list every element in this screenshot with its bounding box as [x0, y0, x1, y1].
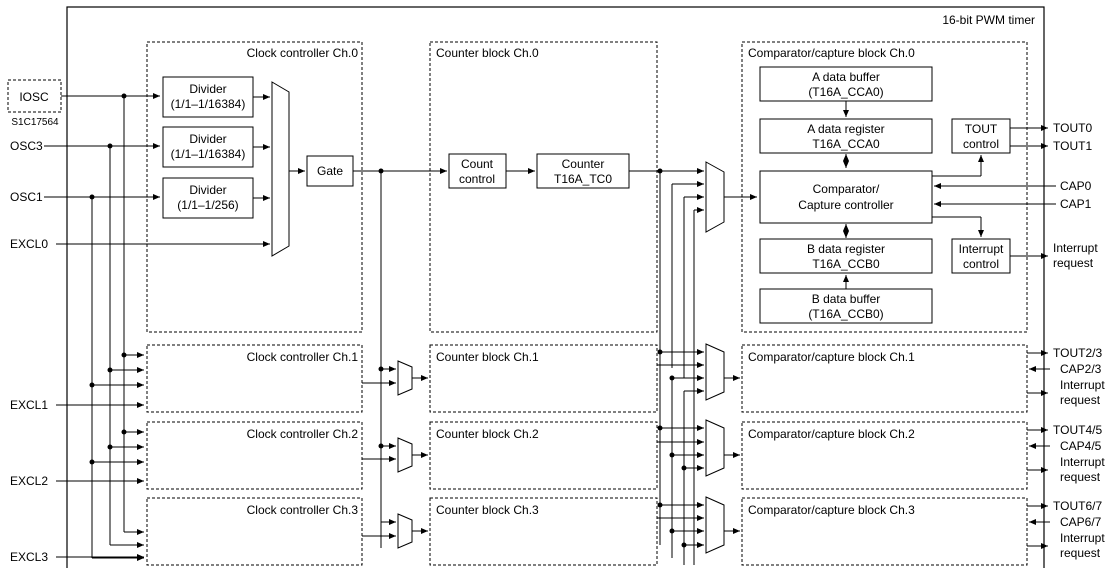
- interrupt-request-ch1-line1: Interrupt: [1060, 378, 1105, 392]
- comparator-capture-block-ch3: [741, 497, 1028, 566]
- tout-control-line1: TOUT: [965, 122, 998, 136]
- clock-select-mux-ch3: [397, 513, 413, 549]
- iosc-note: S1C17564: [11, 117, 59, 128]
- interrupt-control-line1: Interrupt: [959, 242, 1004, 256]
- divider-3-line1: Divider: [189, 183, 226, 197]
- comparator-line2: Capture controller: [798, 198, 893, 212]
- input-osc3: OSC3: [10, 139, 43, 153]
- input-cap23: CAP2/3: [1060, 362, 1102, 376]
- comparator-capture-block-ch1: [741, 344, 1028, 413]
- input-cap1: CAP1: [1060, 197, 1092, 211]
- counter-tc0-line1: Counter: [562, 157, 605, 171]
- output-tout45: TOUT4/5: [1053, 423, 1102, 437]
- counter-block-ch3: [429, 497, 658, 566]
- divider-2-box: [162, 126, 254, 168]
- interrupt-request-ch1-line2: request: [1060, 393, 1101, 407]
- b-data-buffer-line2: (T16A_CCB0): [808, 307, 883, 321]
- clock-controller-ch2-title: Clock controller Ch.2: [247, 427, 359, 441]
- counter-select-mux-ch2: [705, 419, 725, 477]
- count-control-line2: control: [459, 172, 495, 186]
- b-data-register-line2: T16A_CCB0: [812, 257, 880, 271]
- input-osc1: OSC1: [10, 190, 43, 204]
- comparator-capture-block-ch0-title: Comparator/capture block Ch.0: [748, 46, 915, 60]
- b-data-register-line1: B data register: [807, 242, 885, 256]
- input-excl3: EXCL3: [10, 550, 48, 564]
- input-excl2: EXCL2: [10, 474, 48, 488]
- a-data-register-box: [759, 118, 933, 154]
- iosc-label: IOSC: [19, 90, 49, 104]
- counter-select-mux-ch3: [705, 496, 725, 554]
- interrupt-request-ch2-line1: Interrupt: [1060, 455, 1105, 469]
- interrupt-control-line2: control: [963, 257, 999, 271]
- count-control-line1: Count: [461, 157, 494, 171]
- output-tout0: TOUT0: [1053, 121, 1092, 135]
- counter-block-ch0-title: Counter block Ch.0: [436, 46, 539, 60]
- divider-3-box: [162, 177, 254, 219]
- tout-control-line2: control: [963, 137, 999, 151]
- b-data-buffer-line1: B data buffer: [812, 292, 881, 306]
- counter-select-mux-ch0: [705, 161, 725, 233]
- clock-controller-ch1: [146, 344, 363, 413]
- interrupt-request-ch3-line2: request: [1060, 546, 1101, 560]
- divider-2-line2: (1/1–1/16384): [171, 147, 246, 161]
- comparator-capture-block-ch1-title: Comparator/capture block Ch.1: [748, 350, 915, 364]
- divider-1-line2: (1/1–1/16384): [171, 97, 246, 111]
- a-data-buffer-box: [759, 66, 933, 102]
- comparator-capture-block-ch2-title: Comparator/capture block Ch.2: [748, 427, 915, 441]
- a-data-register-line1: A data register: [807, 122, 884, 136]
- input-cap67: CAP6/7: [1060, 515, 1102, 529]
- a-data-buffer-line2: (T16A_CCA0): [808, 85, 883, 99]
- counter-block-ch3-title: Counter block Ch.3: [436, 503, 539, 517]
- counter-select-mux-ch1: [705, 343, 725, 401]
- counter-block-ch2: [429, 421, 658, 490]
- interrupt-request-ch3-line1: Interrupt: [1060, 531, 1105, 545]
- gate-box: [306, 155, 354, 187]
- comparator-capture-block-ch3-title: Comparator/capture block Ch.3: [748, 503, 915, 517]
- clock-controller-ch2: [146, 421, 363, 490]
- pwm-timer-title: 16-bit PWM timer: [942, 13, 1035, 27]
- comparator-capture-block-ch0: [741, 41, 1028, 333]
- clock-controller-ch1-title: Clock controller Ch.1: [247, 350, 359, 364]
- comparator-capture-controller-box: [759, 170, 933, 224]
- clock-mux-ch0: [271, 81, 290, 257]
- interrupt-request-ch0-line2: request: [1053, 256, 1094, 270]
- clock-controller-ch3: [146, 497, 363, 566]
- a-data-buffer-line1: A data buffer: [812, 70, 880, 84]
- comparator-capture-block-ch2: [741, 421, 1028, 490]
- clock-select-mux-ch1: [397, 360, 413, 396]
- b-data-buffer-box: [759, 288, 933, 324]
- tout-control-box: [951, 118, 1011, 154]
- counter-block-ch1: [429, 344, 658, 413]
- input-cap45: CAP4/5: [1060, 439, 1102, 453]
- divider-2-line1: Divider: [189, 132, 226, 146]
- clock-controller-ch0: [146, 41, 363, 333]
- divider-1-box: [162, 76, 254, 118]
- clock-select-mux-ch2: [397, 437, 413, 473]
- interrupt-control-box: [951, 238, 1011, 274]
- gate-label: Gate: [317, 164, 343, 178]
- counter-block-ch2-title: Counter block Ch.2: [436, 427, 539, 441]
- input-excl1: EXCL1: [10, 398, 48, 412]
- counter-block-ch0: [429, 41, 658, 333]
- input-excl0: EXCL0: [10, 237, 48, 251]
- counter-tc0-line2: T16A_TC0: [554, 172, 612, 186]
- iosc-box: [7, 79, 62, 113]
- clock-controller-ch3-title: Clock controller Ch.3: [247, 503, 359, 517]
- comparator-line1: Comparator/: [813, 182, 880, 196]
- interrupt-request-ch0-line1: Interrupt: [1053, 241, 1098, 255]
- counter-block-ch1-title: Counter block Ch.1: [436, 350, 539, 364]
- divider-3-line2: (1/1–1/256): [177, 198, 238, 212]
- clock-controller-ch0-title: Clock controller Ch.0: [247, 46, 359, 60]
- output-tout67: TOUT6/7: [1053, 499, 1102, 513]
- b-data-register-box: [759, 238, 933, 274]
- counter-tc0-box: [536, 153, 630, 189]
- output-tout1: TOUT1: [1053, 139, 1092, 153]
- count-control-box: [448, 153, 507, 189]
- a-data-register-line2: T16A_CCA0: [812, 137, 880, 151]
- interrupt-request-ch2-line2: request: [1060, 470, 1101, 484]
- divider-1-line1: Divider: [189, 82, 226, 96]
- output-tout23: TOUT2/3: [1053, 346, 1102, 360]
- input-cap0: CAP0: [1060, 179, 1092, 193]
